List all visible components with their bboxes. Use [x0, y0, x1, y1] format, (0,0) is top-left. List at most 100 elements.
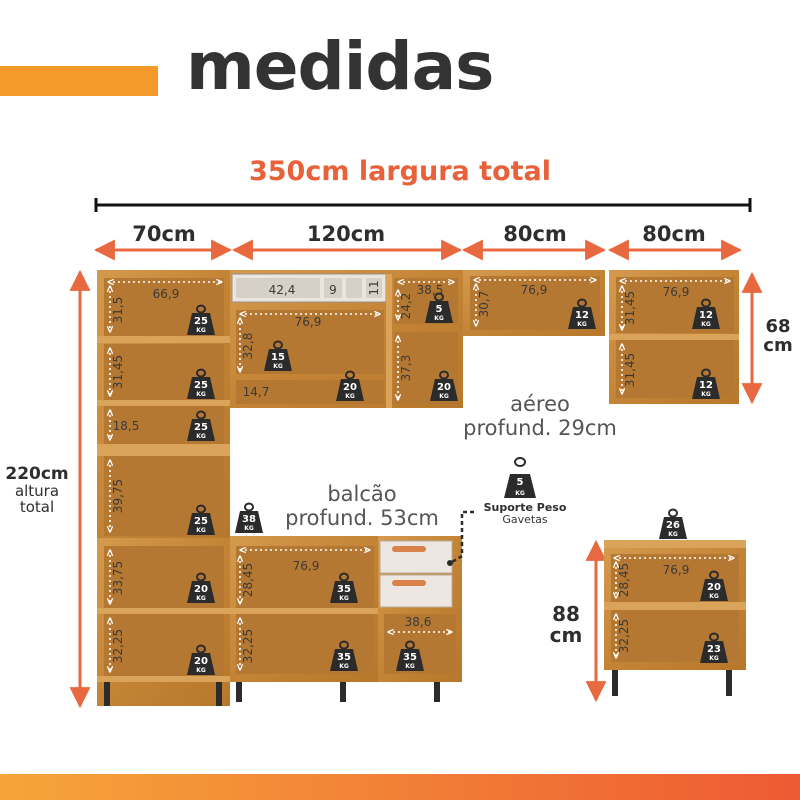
weight-value: 23	[707, 644, 721, 655]
weight-unit: KG	[701, 391, 711, 398]
dim-31-45-c: 31,45	[623, 353, 637, 387]
weight-value: 26	[666, 520, 680, 531]
total-height-value: 220cm	[5, 464, 69, 484]
weight-unit: KG	[439, 393, 449, 400]
weight-value: 12	[575, 310, 589, 321]
upper-height-label: 68 cm	[756, 316, 800, 356]
support-weight-ring	[514, 457, 527, 467]
weight-unit: KG	[345, 393, 355, 400]
weight-value: 5	[436, 304, 443, 315]
dim-37-3: 37,3	[399, 355, 413, 382]
weight-value: 20	[343, 382, 357, 393]
title-accent-bar	[0, 66, 158, 96]
support-weight-unit: KG	[515, 490, 525, 497]
upper-height-unit: cm	[763, 334, 793, 356]
total-height-text-1: altura	[14, 481, 60, 500]
lower-depth-label: balcão profund. 53cm	[262, 482, 462, 530]
dim-18-5: 18,5	[113, 419, 140, 433]
weight-unit: KG	[196, 327, 206, 334]
weight-value: 20	[707, 582, 721, 593]
weight-unit: KG	[196, 595, 206, 602]
weight-value: 25	[194, 380, 208, 391]
weight-unit: KG	[196, 527, 206, 534]
weight-value: 38	[242, 514, 256, 525]
lower-depth-line-2: profund. 53cm	[285, 506, 439, 531]
dim-33-75: 33,75	[111, 561, 125, 595]
total-height-text-2: total	[19, 497, 55, 516]
support-weight-icon	[504, 474, 536, 498]
footer-gradient-bar	[0, 774, 800, 800]
weight-value: 20	[194, 656, 208, 667]
dimension-lines	[108, 280, 734, 672]
dim-76-9-c: 76,9	[663, 285, 690, 299]
dim-31-5: 31,5	[111, 297, 125, 324]
weight-unit: KG	[339, 663, 349, 670]
weight-icons: 25KG25KG25KG25KG38KG20KG20KG15KG20KG5KG2…	[187, 292, 728, 675]
upper-depth-line-2: profund. 29cm	[463, 416, 617, 441]
lower-depth-line-1: balcão	[327, 482, 397, 506]
dim-24-2: 24,2	[399, 293, 413, 320]
dim-76-9-b: 76,9	[521, 283, 548, 297]
dim-76-9-d: 76,9	[293, 559, 320, 573]
weight-unit: KG	[196, 667, 206, 674]
weight-unit: KG	[196, 391, 206, 398]
weight-value: 25	[194, 516, 208, 527]
drawer-support-subtitle: Gavetas	[502, 513, 548, 527]
weight-value: 35	[337, 652, 351, 663]
dim-11: 11	[367, 280, 381, 295]
dim-38-6: 38,6	[405, 615, 432, 629]
dim-76-9-a: 76,9	[295, 315, 322, 329]
weight-unit: KG	[577, 321, 587, 328]
dim-66-9: 66,9	[153, 287, 180, 301]
dim-28-45-a: 28,45	[241, 563, 255, 597]
dim-32-25-a: 32,25	[111, 629, 125, 663]
weight-unit: KG	[709, 593, 719, 600]
dim-42-4: 42,4	[269, 283, 296, 297]
lower-height-label: 88 cm	[538, 604, 594, 646]
upper-height-value: 68	[765, 316, 791, 337]
weight-unit: KG	[339, 595, 349, 602]
weight-unit: KG	[405, 663, 415, 670]
page-title: medidas	[186, 28, 494, 105]
total-height-label: 220cm altura total	[2, 464, 72, 516]
dim-32-8: 32,8	[241, 333, 255, 360]
weight-unit: KG	[668, 531, 678, 538]
dim-32-25-c: 32,25	[617, 619, 631, 653]
drawer-support-title: Suporte Peso	[483, 501, 567, 514]
drawer-support-label: Suporte Peso Gavetas	[470, 501, 580, 527]
dim-39-75: 39,75	[111, 479, 125, 513]
dim-32-25-b: 32,25	[241, 629, 255, 663]
weight-value: 35	[337, 584, 351, 595]
weight-unit: KG	[196, 433, 206, 440]
weight-unit: KG	[434, 315, 444, 322]
cabinet-legs	[104, 670, 732, 706]
dim-31-45-b: 31,45	[623, 291, 637, 325]
upper-depth-line-1: aéreo	[510, 392, 570, 416]
dim-30-7: 30,7	[477, 291, 491, 318]
weight-value: 35	[403, 652, 417, 663]
total-width-label: 350cm largura total	[248, 156, 551, 187]
dim-76-9-e: 76,9	[663, 563, 690, 577]
weight-value: 20	[194, 584, 208, 595]
support-leader-dot	[447, 560, 453, 566]
weight-value: 25	[194, 422, 208, 433]
dim-14-7: 14,7	[243, 385, 270, 399]
